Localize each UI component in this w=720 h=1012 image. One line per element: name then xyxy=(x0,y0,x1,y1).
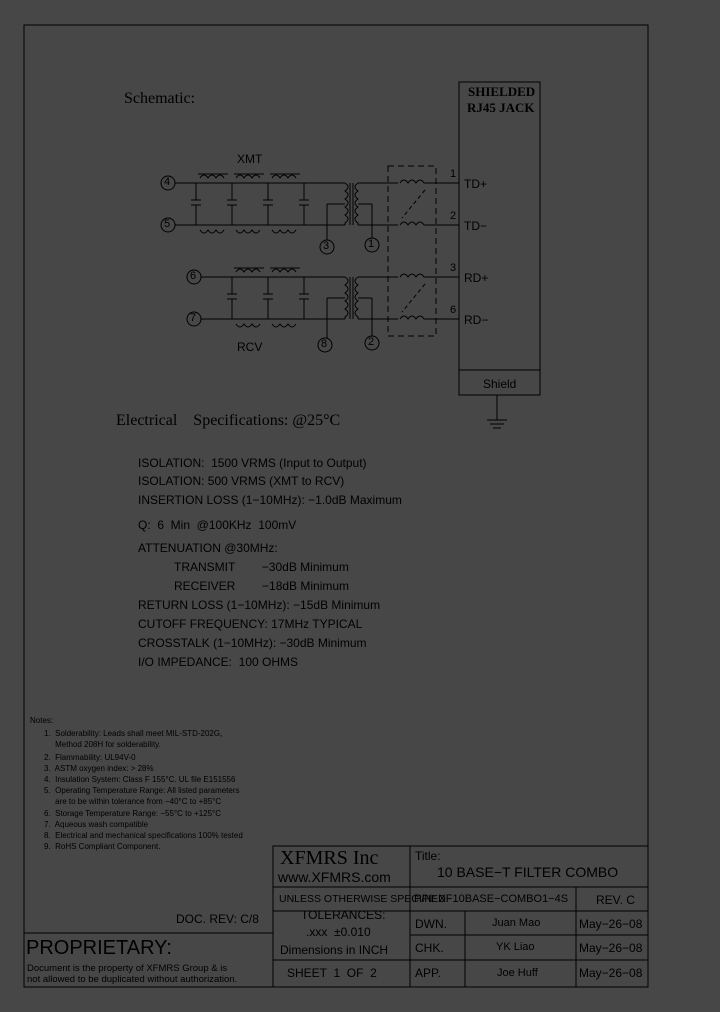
note-line: 9. RoHS Compliant Component. xyxy=(44,842,161,851)
dwn-label: DWN. xyxy=(415,917,447,931)
chk-date: May−26−08 xyxy=(579,941,643,955)
pin-label-4: 4 xyxy=(164,176,171,188)
proprietary-text-2: not allowed to be duplicated without aut… xyxy=(27,974,238,985)
doc-revision: DOC. REV: C/8 xyxy=(176,912,259,926)
note-line: 5. Operating Temperature Range: All list… xyxy=(44,786,240,795)
signal-rd-minus: RD− xyxy=(464,313,489,327)
jack-pin-6: 6 xyxy=(450,304,457,316)
rcv-label: RCV xyxy=(237,340,263,354)
jack-title-line1: SHIELDED xyxy=(468,84,536,99)
note-line: 4. Insulation System: Class F 155°C. UL … xyxy=(44,775,236,784)
company-website: www.XFMRS.com xyxy=(278,869,391,885)
dwn-name: Juan Mao xyxy=(492,917,541,929)
spec-line: Q: 6 Min @100KHz 100mV xyxy=(138,518,297,532)
pin-circle-8 xyxy=(317,337,333,353)
signal-td-minus: TD− xyxy=(464,219,488,233)
proprietary-heading: PROPRIETARY: xyxy=(26,937,172,959)
note-line: 6. Storage Temperature Range: −55°C to +… xyxy=(44,809,222,818)
jack-title-line2: RJ45 JACK xyxy=(467,100,535,115)
spec-line: TRANSMIT −30dB Minimum xyxy=(174,560,349,574)
spec-line: INSERTION LOSS (1−10MHz): −1.0dB Maximum xyxy=(138,493,402,507)
schematic-title: Schematic: xyxy=(124,90,196,107)
pin-label-7: 7 xyxy=(190,312,197,324)
app-name: Joe Huff xyxy=(497,967,538,979)
pin-label-1: 1 xyxy=(368,238,375,250)
app-date: May−26−08 xyxy=(579,966,643,980)
signal-rd-plus: RD+ xyxy=(464,271,489,285)
note-line: 3. ASTM oxygen index: > 28% xyxy=(44,764,154,773)
pin-label-8: 8 xyxy=(321,338,328,350)
company-name: XFMRS Inc xyxy=(280,847,379,869)
note-line: Method 208H for solderability. xyxy=(44,740,161,749)
chk-label: CHK. xyxy=(415,941,444,955)
chk-name: YK Liao xyxy=(496,941,535,953)
spec-line: ATTENUATION @30MHz: xyxy=(138,541,278,555)
note-line: 1. Solderability: Leads shall meet MIL-S… xyxy=(44,729,223,738)
jack-box xyxy=(458,81,541,396)
note-line: 2. Flammability: UL94V-0 xyxy=(44,753,136,762)
sheet-number: SHEET 1 OF 2 xyxy=(287,966,377,980)
spec-line: CROSSTALK (1−10MHz): −30dB Minimum xyxy=(138,636,367,650)
title-value: 10 BASE−T FILTER COMBO xyxy=(437,864,619,880)
tolerances-label: TOLERANCES: xyxy=(301,908,386,922)
title-label: Title: xyxy=(415,849,441,863)
dwn-date: May−26−08 xyxy=(579,917,643,931)
dimensions-text: Dimensions in INCH xyxy=(280,943,389,957)
spec-line: CUTOFF FREQUENCY: 17MHz TYPICAL xyxy=(138,617,363,631)
rcv-circuit xyxy=(186,267,398,353)
tolerance-value: .xxx ±0.010 xyxy=(306,925,371,939)
note-line: 8. Electrical and mechanical specificati… xyxy=(44,831,243,840)
note-line: 7. Aqueous wash compatible xyxy=(44,820,149,829)
output-chokes xyxy=(399,179,459,320)
spec-line: I/O IMPEDANCE: 100 OHMS xyxy=(138,655,299,669)
pin-circle-1 xyxy=(364,237,380,253)
spec-line: ISOLATION: 500 VRMS (XMT to RCV) xyxy=(138,474,345,488)
common-mode-choke-box xyxy=(387,165,437,337)
jack-pin-1: 1 xyxy=(450,168,457,180)
pin-label-6: 6 xyxy=(190,270,197,282)
pin-circle-3 xyxy=(319,239,335,255)
jack-pin-2: 2 xyxy=(450,210,457,222)
app-label: APP. xyxy=(415,966,441,980)
pin-label-5: 5 xyxy=(164,218,171,230)
pin-label-2: 2 xyxy=(368,336,375,348)
proprietary-box xyxy=(23,932,274,988)
part-number: P/N: XF10BASE−COMBO1−4S xyxy=(414,893,569,905)
xmt-label: XMT xyxy=(237,152,263,166)
jack-pin-3: 3 xyxy=(450,262,457,274)
revision: REV. C xyxy=(596,893,635,907)
xmt-circuit xyxy=(160,173,398,255)
spec-line: ISOLATION: 1500 VRMS (Input to Output) xyxy=(138,456,367,470)
note-line: are to be within tolerance from −40°C to… xyxy=(44,797,222,806)
pin-circle-2 xyxy=(364,335,380,351)
spec-line: RECEIVER −18dB Minimum xyxy=(174,579,350,593)
unless-text: UNLESS OTHERWISE SPECIFIED xyxy=(279,893,446,905)
notes-heading: Notes: xyxy=(30,716,54,725)
title-block-grid xyxy=(272,845,649,988)
signal-td-plus: TD+ xyxy=(464,177,488,191)
spec-line: RETURN LOSS (1−10MHz): −15dB Minimum xyxy=(138,598,381,612)
specs-heading: Electrical Specifications: @25°C xyxy=(116,412,341,429)
proprietary-text-1: Document is the property of XFMRS Group … xyxy=(27,963,228,974)
shield-label: Shield xyxy=(483,377,517,391)
pin-label-3: 3 xyxy=(323,240,330,252)
